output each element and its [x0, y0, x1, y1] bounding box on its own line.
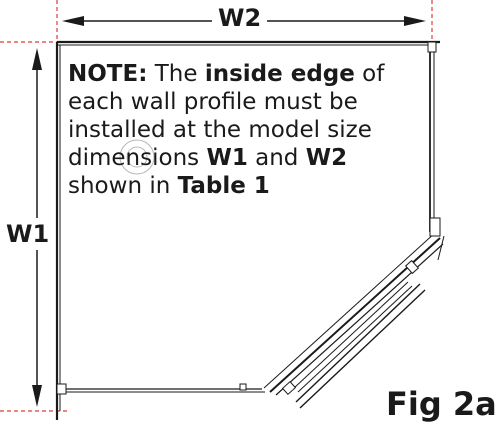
note-text-3: and — [247, 145, 306, 171]
bottom-clip — [239, 383, 247, 391]
enclosure-outline — [55, 40, 444, 420]
hardware-details — [56, 41, 445, 396]
top-right-bracket — [427, 41, 437, 53]
w1-label: W1 — [4, 218, 52, 250]
note-bold-w2: W2 — [305, 145, 348, 171]
note-text-4: shown in — [68, 173, 178, 199]
figure-label: Fig 2a — [386, 385, 497, 423]
right-bracket — [429, 217, 441, 237]
sliding-door — [295, 283, 421, 403]
handle-bottom — [281, 380, 297, 396]
handle-right — [404, 259, 420, 275]
center-marker — [119, 139, 155, 175]
note-bold-table: Table 1 — [177, 173, 270, 199]
diagonal-panel — [269, 237, 441, 393]
note-text-2: of each wall profile must be installed a… — [68, 61, 385, 171]
bottom-left-bracket — [56, 383, 67, 395]
note-lead: NOTE: — [68, 61, 148, 87]
w2-label: W2 — [212, 6, 268, 30]
note-bold-inside-edge: inside edge — [204, 61, 355, 87]
note-text-1: The — [147, 61, 205, 87]
installation-note: NOTE: The inside edge of each wall profi… — [68, 60, 428, 200]
note-bold-w1: W1 — [206, 145, 248, 171]
